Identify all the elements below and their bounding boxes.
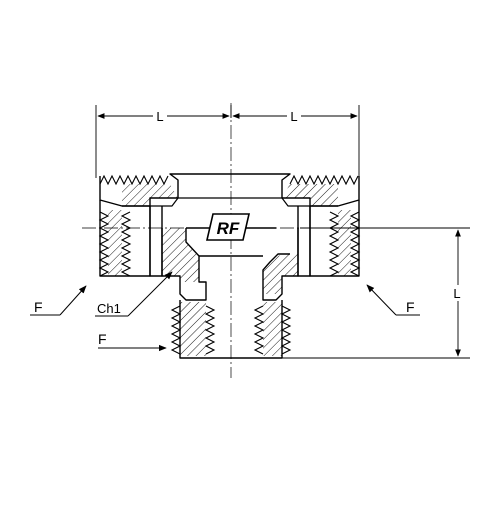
- thread-right-side-inner: [328, 211, 340, 277]
- thread-bottom-left-inner: [204, 305, 216, 355]
- hatch-left-wall: [108, 210, 122, 276]
- dim-label-vertical: L: [453, 286, 460, 301]
- hatch-bottom-right: [263, 302, 282, 356]
- thread-top-left: [99, 174, 169, 186]
- callout-leaders: [30, 271, 420, 352]
- hatch-right-wall: [338, 210, 351, 276]
- dim-label-left: L: [156, 109, 163, 124]
- label-f-left: F: [34, 299, 43, 315]
- logo-box: [205, 213, 251, 241]
- section-hatching: [108, 184, 351, 356]
- label-f-right: F: [406, 299, 415, 315]
- dim-label-bg-vertical: [449, 285, 465, 301]
- thread-left-side-inner: [120, 211, 132, 277]
- upper-bore: [122, 197, 338, 207]
- thread-bottom-left: [170, 305, 182, 355]
- thread-bottom-right: [280, 305, 292, 355]
- hatch-top-left: [122, 184, 178, 206]
- left-hex-outline: [149, 206, 163, 277]
- dim-label-right: L: [290, 109, 297, 124]
- hatch-inner-right: [263, 254, 298, 294]
- label-f-bottom: F: [98, 331, 107, 347]
- right-dimension: [270, 227, 470, 359]
- thread-top-right: [289, 174, 359, 186]
- hatch-inner-left: [162, 228, 199, 282]
- leader-f-left: [59, 285, 87, 316]
- right-hex-outline: [297, 206, 311, 277]
- logo-text: RF: [217, 219, 240, 238]
- label-ch1: Ch1: [97, 301, 121, 316]
- leader-f-right: [366, 284, 397, 316]
- thread-left-side: [98, 211, 110, 277]
- rf-logo: RF: [205, 213, 251, 241]
- dim-label-bg-right: [287, 108, 301, 124]
- top-dimension: [95, 105, 360, 178]
- thread-right-side: [349, 211, 361, 277]
- dim-label-bg-left: [153, 108, 167, 124]
- thread-bottom-right-inner: [253, 305, 265, 355]
- hatch-bottom-left: [180, 302, 206, 356]
- hatch-top-right: [282, 184, 338, 206]
- leader-ch1: [127, 271, 173, 317]
